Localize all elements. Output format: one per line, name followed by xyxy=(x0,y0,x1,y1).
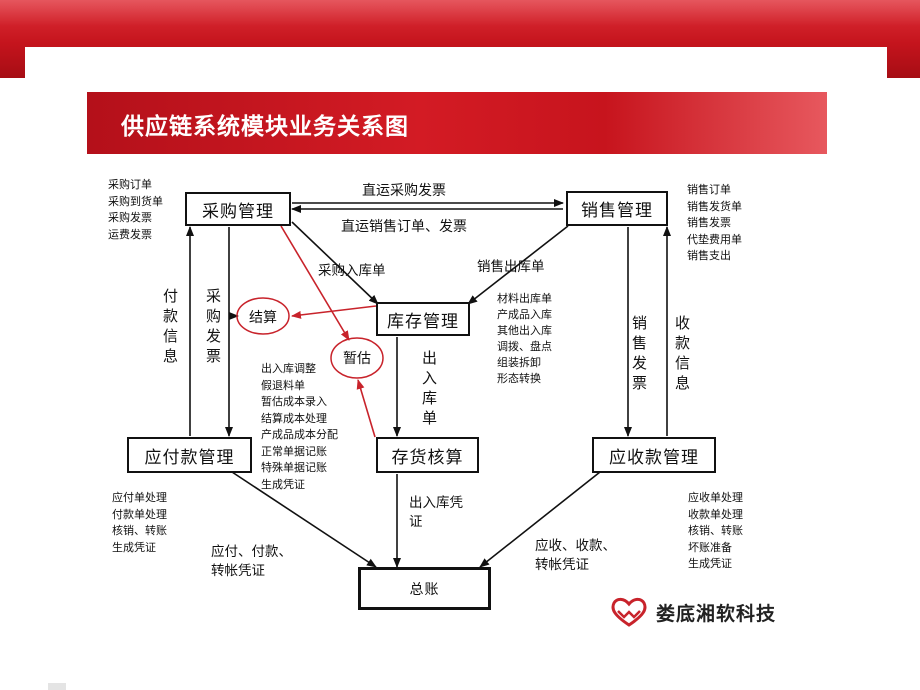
list-item: 销售发货单 xyxy=(687,199,742,213)
settle-circle xyxy=(236,297,290,335)
edge-purchase-invoice: 采购发票 xyxy=(205,287,221,365)
list-item: 应付单处理 xyxy=(112,491,167,504)
sales-out-arrow xyxy=(467,225,569,305)
list-item: 代垫费用单 xyxy=(687,232,742,246)
payable-to-ledger-arrow xyxy=(231,471,377,568)
list-item: 销售发票 xyxy=(687,216,731,229)
red-provisional-arrow xyxy=(280,225,350,341)
red-settle-arrow xyxy=(291,305,377,319)
list-item: 销售支出 xyxy=(687,249,731,262)
edge-sales-out: 销售出库单 xyxy=(477,259,545,275)
list-item: 生成凭证 xyxy=(261,477,305,491)
list-item: 生成凭证 xyxy=(112,540,156,554)
list-item: 假退料单 xyxy=(261,378,305,392)
list-item: 应收单处理 xyxy=(688,491,743,504)
edge-direct-invoice: 直运采购发票 xyxy=(362,183,446,199)
list-item: 坏账准备 xyxy=(688,540,732,554)
list-item: 采购发票 xyxy=(108,211,152,224)
receivable-to-ledger-arrow xyxy=(479,471,601,568)
list-item: 采购到货单 xyxy=(108,194,163,208)
list-item: 暂估成本录入 xyxy=(261,395,327,408)
edge-receipt-info: 收款信息 xyxy=(674,314,690,392)
payable-ops-list: 应付单处理 付款单处理 核销、转账 生成凭证 xyxy=(112,490,167,556)
list-item: 产成品入库 xyxy=(497,308,552,321)
edge-purchase-in: 采购入库单 xyxy=(318,263,386,279)
node-inventory[interactable]: 库存管理 xyxy=(376,302,470,336)
edge-out-in-docs: 出入库单 xyxy=(421,349,437,427)
footer-mark xyxy=(48,683,66,690)
list-item: 其他出入库 xyxy=(497,324,552,337)
title-bar: 供应链系统模块业务关系图 xyxy=(87,92,827,154)
list-item: 特殊单据记账 xyxy=(261,461,327,474)
edge-payment-info: 付款信息 xyxy=(162,287,178,365)
edge-receivable-voucher-2: 转帐凭证 xyxy=(535,557,589,573)
edge-payable-voucher-2: 转帐凭证 xyxy=(211,563,265,579)
list-item: 采购订单 xyxy=(108,178,152,191)
list-item: 运费发票 xyxy=(108,227,152,241)
list-item: 组装拆卸 xyxy=(497,356,541,369)
list-item: 产成品成本分配 xyxy=(261,428,338,441)
settle-label: 结算 xyxy=(249,310,277,326)
list-item: 付款单处理 xyxy=(112,507,167,521)
edge-voucher: 出入库凭证 xyxy=(409,495,463,530)
sales-docs-list: 销售订单 销售发货单 销售发票 代垫费用单 销售支出 xyxy=(687,182,742,265)
list-item: 形态转换 xyxy=(497,372,541,385)
edge-sales-invoice: 销售发票 xyxy=(631,314,647,392)
list-item: 材料出库单 xyxy=(497,292,552,305)
edge-receivable-voucher-1: 应收、收款、 xyxy=(535,538,616,554)
edge-direct-order: 直运销售订单、发票 xyxy=(341,219,467,235)
list-item: 调拨、盘点 xyxy=(497,340,552,353)
heart-logo-icon xyxy=(611,597,647,627)
node-receivable[interactable]: 应收款管理 xyxy=(592,437,716,473)
company-name: 娄底湘软科技 xyxy=(656,602,777,625)
node-ledger[interactable]: 总账 xyxy=(358,567,491,610)
node-sales[interactable]: 销售管理 xyxy=(566,191,668,226)
list-item: 核销、转账 xyxy=(688,524,743,537)
node-stock-accounting[interactable]: 存货核算 xyxy=(376,437,479,473)
list-item: 结算成本处理 xyxy=(261,411,327,425)
node-purchase[interactable]: 采购管理 xyxy=(185,192,291,226)
red-accounting-arrow xyxy=(356,379,376,438)
provisional-circle xyxy=(330,337,384,379)
edge-payable-voucher-1: 应付、付款、 xyxy=(211,544,292,560)
list-item: 出入库调整 xyxy=(261,362,316,375)
list-item: 核销、转账 xyxy=(112,524,167,537)
receivable-ops-list: 应收单处理 收款单处理 核销、转账 坏账准备 生成凭证 xyxy=(688,490,743,573)
purchase-in-arrow xyxy=(291,221,379,305)
list-item: 正常单据记账 xyxy=(261,444,327,458)
provisional-label: 暂估 xyxy=(343,351,371,367)
node-payable[interactable]: 应付款管理 xyxy=(127,437,252,473)
company-brand: 娄底湘软科技 xyxy=(610,597,776,627)
list-item: 生成凭证 xyxy=(688,557,732,570)
list-item: 销售订单 xyxy=(687,183,731,196)
list-item: 收款单处理 xyxy=(688,507,743,521)
page-title: 供应链系统模块业务关系图 xyxy=(121,114,409,140)
purchase-docs-list: 采购订单 采购到货单 采购发票 运费发票 xyxy=(108,177,163,243)
accounting-ops-list: 出入库调整 假退料单 暂估成本录入 结算成本处理 产成品成本分配 正常单据记账 … xyxy=(261,361,338,493)
inventory-docs-list: 材料出库单 产成品入库 其他出入库 调拨、盘点 组装拆卸 形态转换 xyxy=(497,291,552,387)
